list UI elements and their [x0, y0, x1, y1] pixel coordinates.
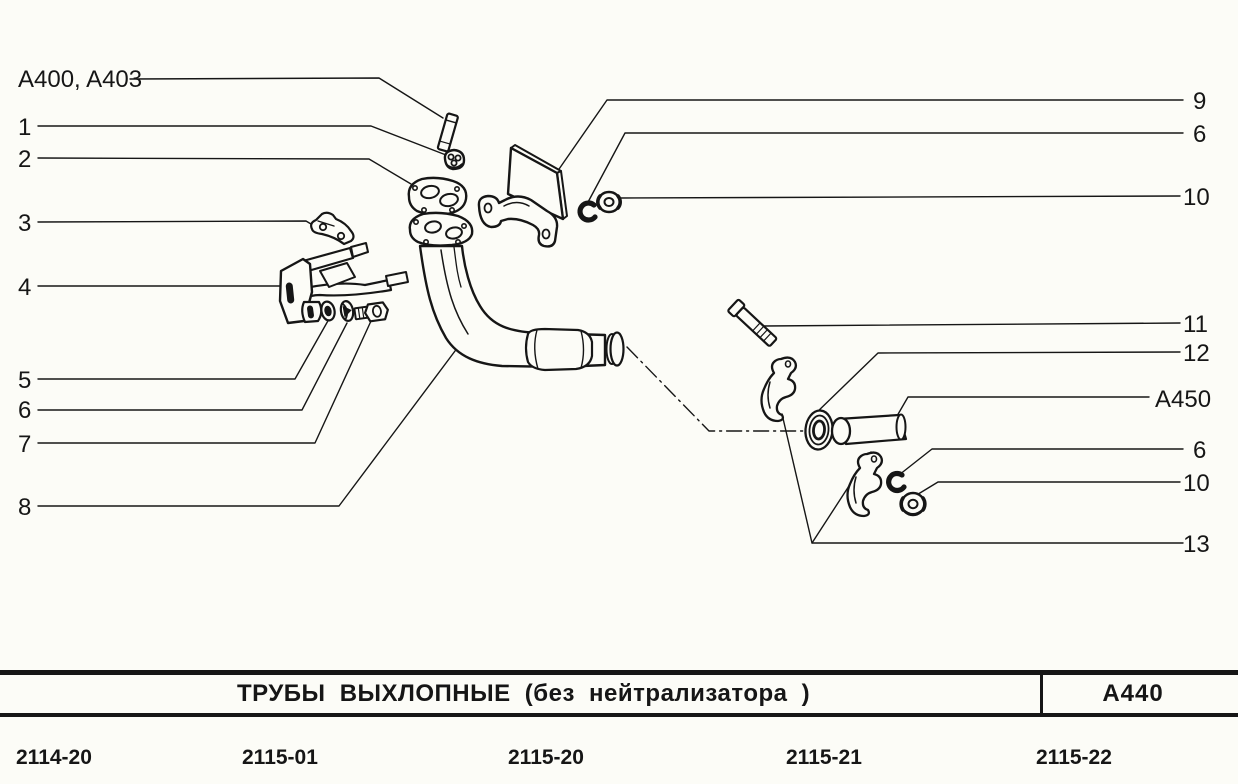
leader-5 — [37, 318, 330, 380]
leader-2 — [37, 157, 412, 185]
callout-5: 5 — [18, 367, 31, 394]
callout-10-top: 10 — [1183, 184, 1210, 211]
callout-4: 4 — [18, 274, 31, 301]
callout-9: 9 — [1193, 88, 1206, 115]
manifold-gasket — [407, 176, 468, 216]
callout-6-top: 6 — [1193, 121, 1206, 148]
model-code-2114-20: 2114-20 — [16, 746, 92, 769]
front-exhaust-pipe — [418, 244, 625, 372]
intermediate-pipe — [830, 413, 908, 446]
mounting-bracket-small — [310, 211, 355, 246]
leader-1 — [37, 125, 447, 156]
leader-11 — [763, 322, 1181, 327]
spring-washer-top — [577, 200, 598, 223]
nut-bottom — [899, 491, 927, 517]
callout-6: 6 — [18, 397, 31, 424]
callout-a400-a403: A400, A403 — [18, 66, 142, 93]
callout-a450: A450 — [1155, 386, 1211, 413]
spring-washer-bottom — [886, 470, 907, 494]
model-code-2115-01: 2115-01 — [242, 746, 318, 769]
leader-8 — [37, 342, 462, 507]
table-divider — [1040, 675, 1043, 713]
clamp-bolt — [727, 298, 778, 347]
callout-11: 11 — [1183, 311, 1208, 338]
heat-shield — [506, 144, 568, 221]
callout-12: 12 — [1183, 340, 1210, 367]
model-code-2115-20: 2115-20 — [508, 746, 584, 769]
flange-nut — [443, 148, 466, 171]
callout-labels: A400, A403 1 2 3 4 5 6 7 8 9 6 10 11 12 … — [18, 66, 1211, 558]
callout-3: 3 — [18, 210, 31, 237]
leader-3 — [37, 220, 317, 228]
callout-13: 13 — [1183, 531, 1210, 558]
leader-12 — [812, 351, 1181, 417]
callout-1: 1 — [18, 114, 31, 141]
model-code-2115-22: 2115-22 — [1036, 746, 1112, 769]
table-rule-bottom — [0, 713, 1238, 717]
leader-a450 — [896, 396, 1150, 417]
leader-6-top — [586, 132, 1184, 205]
exhaust-stud — [436, 112, 459, 153]
leader-6 — [37, 322, 348, 411]
nut-top — [596, 190, 622, 214]
leader-10-top — [619, 195, 1181, 199]
leader-9 — [556, 99, 1184, 173]
leader-lines — [37, 77, 1184, 544]
callout-2: 2 — [18, 146, 31, 173]
section-code: A440 — [1102, 680, 1164, 707]
callout-10-bottom: 10 — [1183, 470, 1210, 497]
hanger-nut — [320, 300, 336, 322]
shield-clamp-bracket — [477, 194, 559, 248]
table-rule-top — [0, 670, 1238, 675]
hanger-bracket — [278, 242, 409, 325]
clamp-lower-half — [846, 451, 884, 518]
hanger-bolt — [353, 301, 389, 323]
callout-7: 7 — [18, 431, 31, 458]
section-title: ТРУБЫ ВЫХЛОПНЫЕ (без нейтрализатора ) — [237, 680, 811, 707]
model-code-2115-21: 2115-21 — [786, 746, 862, 769]
pipe-flange — [408, 211, 474, 247]
callout-6-bottom: 6 — [1193, 437, 1206, 464]
assembly-centerline — [626, 346, 807, 432]
lock-washer-left — [339, 299, 355, 323]
clamp-upper-half — [760, 356, 798, 423]
callout-8: 8 — [18, 494, 31, 521]
leader-7 — [37, 320, 372, 444]
exploded-diagram: A400, A403 1 2 3 4 5 6 7 8 9 6 10 11 12 … — [18, 66, 1211, 558]
leader-10-bottom — [914, 481, 1181, 497]
leader-6-bottom — [898, 448, 1184, 476]
sealing-ring — [804, 409, 834, 451]
leader-a400 — [129, 77, 444, 119]
